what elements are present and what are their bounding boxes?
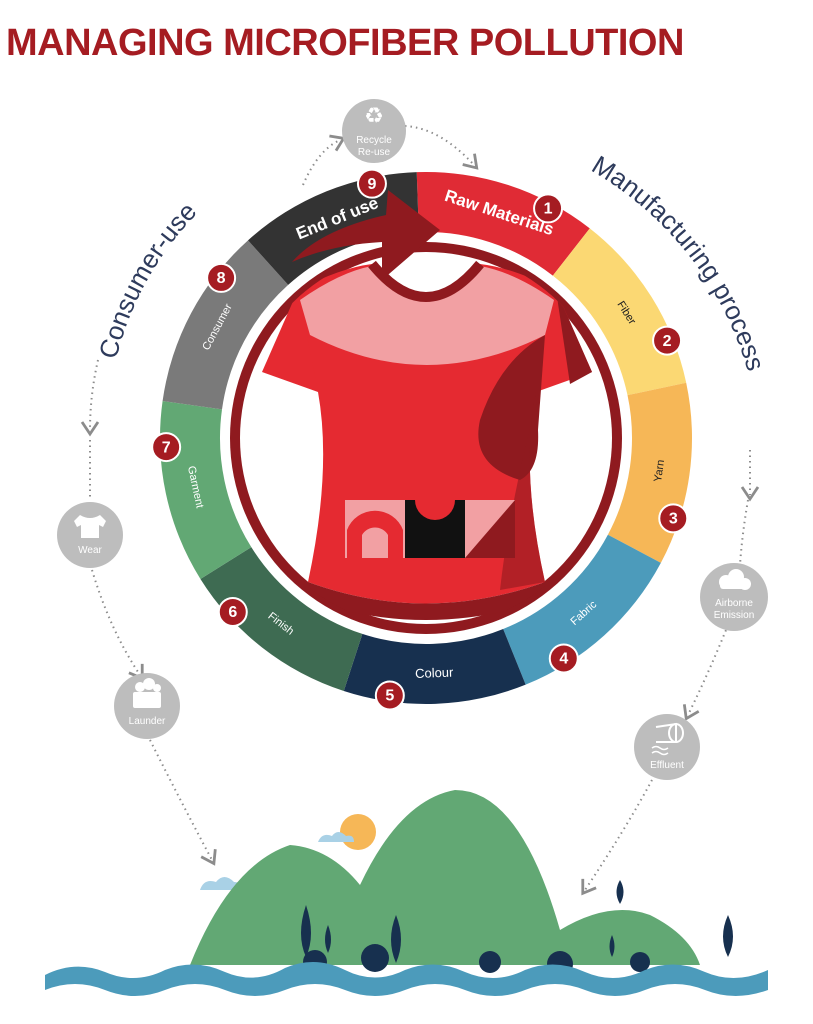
- laundry-basket-icon: [133, 678, 161, 708]
- page-title: MANAGING MICROFIBER POLLUTION: [6, 22, 684, 64]
- airborne-node: Airborne Emission: [700, 563, 768, 631]
- ring-segment-1: [416, 172, 590, 276]
- ring-segment-7: [160, 400, 252, 579]
- stage-badge-4: [548, 643, 579, 674]
- garment-medallion: [222, 190, 630, 642]
- stage-badge-7: [151, 432, 182, 463]
- ring-segment-8: [162, 240, 289, 410]
- stage-number-8: 8: [217, 270, 226, 287]
- launder-label: Launder: [129, 716, 166, 727]
- pipe-water-icon: [651, 722, 684, 756]
- stage-number-5: 5: [385, 688, 394, 705]
- stage-badge-8: [206, 262, 237, 293]
- effluent-node: Effluent: [634, 714, 700, 780]
- stage-number-6: 6: [228, 604, 237, 621]
- flow-arrows: [80, 125, 760, 896]
- effluent-label: Effluent: [650, 760, 684, 771]
- stage-number-7: 7: [162, 439, 171, 456]
- tshirt-illustration: [262, 260, 592, 620]
- stage-badge-3: [658, 503, 689, 534]
- stage-number-2: 2: [663, 333, 672, 350]
- recycle-node: ♻ Recycle Re-use: [342, 99, 406, 163]
- airborne-label: Airborne: [715, 598, 753, 609]
- cloud-leaf-icon: [719, 569, 751, 590]
- stage-number-3: 3: [669, 511, 678, 528]
- reuse-label: Re-use: [358, 147, 391, 158]
- stage-badges: 1 2 3 4 5 6 7 8 9: [151, 168, 689, 711]
- stage-badge-9: [356, 168, 387, 199]
- stage-number-4: 4: [559, 651, 568, 668]
- recycle-icon: ♻: [364, 103, 384, 128]
- ring-segment-9: [248, 172, 419, 285]
- stage-badge-5: [374, 680, 405, 711]
- stage-badge-2: [652, 325, 683, 356]
- wear-node: Wear: [57, 502, 123, 568]
- ring-segment-4: [503, 534, 661, 685]
- ring-label-5: Colour: [415, 665, 454, 681]
- water-waves: [45, 961, 768, 996]
- stage-badge-1: [533, 193, 564, 224]
- stage-number-1: 1: [544, 201, 553, 218]
- ring-segment-6: [200, 547, 363, 691]
- wear-label: Wear: [78, 545, 102, 556]
- stage-number-9: 9: [367, 176, 376, 193]
- lifecycle-ring: Raw MaterialsFiberYarnFabricColourFinish…: [160, 172, 692, 704]
- shirt-icon: [74, 515, 106, 538]
- recycle-label: Recycle: [356, 135, 392, 146]
- ring-segment-2: [552, 228, 687, 396]
- ring-label-3: Yarn: [652, 459, 667, 483]
- sun: [340, 814, 376, 850]
- stage-badge-6: [217, 596, 248, 627]
- emission-label: Emission: [714, 610, 755, 621]
- launder-node: Launder: [114, 673, 180, 739]
- landscape-illustration: [45, 790, 768, 996]
